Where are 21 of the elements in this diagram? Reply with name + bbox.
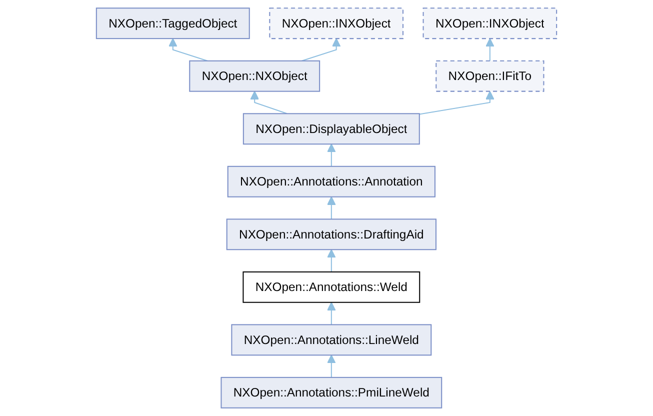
arrow	[326, 354, 336, 378]
arrow	[302, 38, 341, 62]
node-box: NXOpen::INXObject	[422, 8, 558, 40]
node-box: NXOpen::Annotations::Annotation	[227, 166, 436, 198]
arrow	[326, 196, 336, 220]
arrow	[168, 38, 208, 62]
node-box: NXOpen::TaggedObject	[96, 8, 250, 40]
node-box: NXOpen::Annotations::PmiLineWeld	[220, 376, 442, 408]
arrow	[419, 90, 494, 115]
node-box: NXOpen::Annotations::DraftingAid	[226, 218, 436, 250]
node-box: NXOpen::INXObject	[269, 8, 404, 40]
node-box: NXOpen::Annotations::Weld	[242, 271, 420, 303]
arrow	[326, 302, 336, 325]
arrow	[326, 144, 336, 166]
arrow	[326, 249, 336, 272]
node-box: NXOpen::Annotations::LineWeld	[231, 324, 432, 356]
node-box: NXOpen::NXObject	[189, 60, 320, 92]
arrow	[485, 38, 494, 61]
node-box: NXOpen::IFitTo	[436, 60, 544, 92]
arrow	[250, 90, 288, 114]
node-box: NXOpen::DisplayableObject	[242, 113, 420, 145]
